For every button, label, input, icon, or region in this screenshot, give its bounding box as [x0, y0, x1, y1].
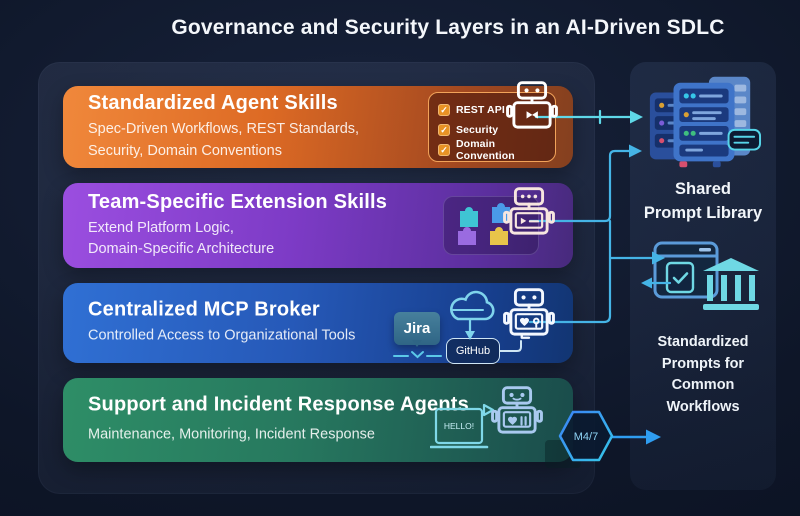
layers-panel: Standardized Agent Skills Spec-Driven Wo…	[38, 62, 595, 494]
checkbox-icon: ✓	[438, 144, 450, 156]
uptime-hexagon-badge: M4/7	[558, 406, 614, 466]
layer-team-extension-skills: Team-Specific Extension Skills Extend Pl…	[63, 183, 573, 268]
agent-robot-icon	[488, 382, 546, 446]
laptop-screen-text: HELLO!	[444, 421, 474, 431]
shared-library-panel: Shared Prompt Library Standardized Promp…	[630, 62, 776, 490]
layer-title: Standardized Agent Skills	[88, 91, 338, 114]
checklist-label: Domain Convention	[456, 138, 515, 162]
uptime-badge-text: M4/7	[574, 431, 598, 443]
prompt-library-server-icon	[644, 74, 762, 174]
layer-standardized-agent-skills: Standardized Agent Skills Spec-Driven Wo…	[63, 81, 573, 168]
shared-prompt-library-label: Shared Prompt Library	[643, 180, 763, 222]
layer-text: Support and Incident Response Agents Mai…	[88, 394, 469, 447]
layer-subtitle: Extend Platform Logic, Domain-Specific A…	[88, 219, 275, 257]
standardized-prompts-icon	[647, 240, 759, 322]
layer-centralized-mcp-broker: Centralized MCP Broker Controlled Access…	[63, 283, 573, 364]
standardized-prompts-label: Standardized Prompts for Common Workflow…	[657, 333, 749, 416]
jira-tool-badge: Jira	[394, 312, 440, 347]
checklist-item: ✓ Security	[438, 120, 555, 140]
layer-title: Support and Incident Response Agents	[88, 393, 469, 416]
github-tool-badge: GitHub	[446, 338, 500, 364]
layer-title: Team-Specific Extension Skills	[88, 190, 388, 213]
agent-robot-icon	[503, 78, 561, 140]
checklist-label: REST API	[456, 104, 505, 116]
checklist-label: Security	[456, 124, 499, 136]
checkbox-icon: ✓	[438, 124, 450, 136]
hello-laptop-icon: HELLO!	[430, 403, 496, 457]
page-title: Governance and Security Layers in an AI-…	[171, 16, 725, 39]
layer-subtitle: Spec-Driven Workflows, REST Standards, S…	[88, 120, 360, 159]
layer-text: Team-Specific Extension Skills Extend Pl…	[88, 190, 387, 261]
cloud-icon	[445, 283, 499, 325]
checkbox-icon: ✓	[438, 104, 450, 116]
agent-robot-icon	[500, 285, 558, 347]
layer-title: Centralized MCP Broker	[88, 298, 320, 321]
checklist-item: ✓ REST API	[438, 100, 555, 120]
layer-text: Standardized Agent Skills Spec-Driven Wo…	[88, 92, 359, 163]
layer-support-incident-agents: Support and Incident Response Agents Mai…	[63, 378, 573, 462]
layer-text: Centralized MCP Broker Controlled Access…	[88, 299, 355, 348]
layer-subtitle: Maintenance, Monitoring, Incident Respon…	[88, 426, 375, 443]
agent-robot-icon	[500, 185, 558, 245]
layer-subtitle: Controlled Access to Organizational Tool…	[88, 327, 356, 344]
checklist-item: ✓ Domain Convention	[438, 138, 555, 162]
